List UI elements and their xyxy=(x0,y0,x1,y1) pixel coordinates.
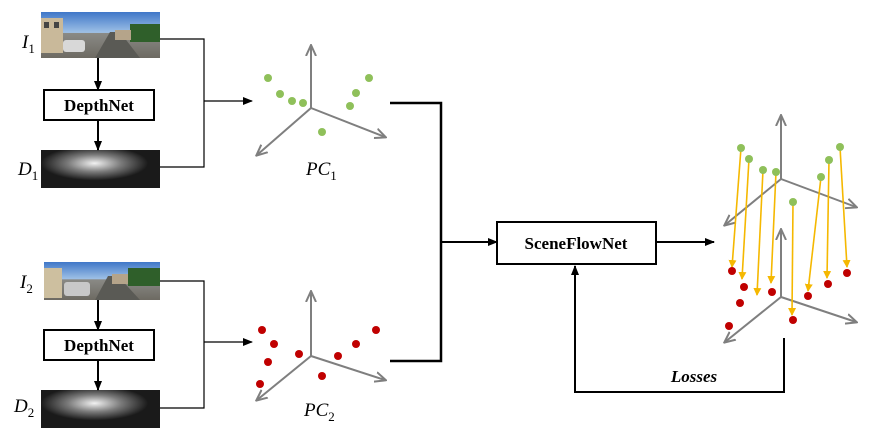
output-target-point xyxy=(768,288,776,296)
depthnet-2-box xyxy=(43,329,155,361)
flow-vector xyxy=(728,147,742,268)
flow-vector xyxy=(804,176,822,292)
output-target-point xyxy=(736,299,744,307)
depthnet-2-label: DepthNet xyxy=(64,336,134,355)
output-target-point xyxy=(728,267,736,275)
losses-label: Losses xyxy=(670,367,718,386)
output-source-point xyxy=(737,144,745,152)
depth-2-label: D2 xyxy=(13,396,34,420)
pc2-point xyxy=(256,380,264,388)
pc2-point xyxy=(334,352,342,360)
pc2-axes xyxy=(257,292,385,400)
frame-1-image xyxy=(41,12,160,58)
bracket-frame-2 xyxy=(160,280,205,409)
bracket-frame-1 xyxy=(160,38,205,168)
sceneflownet-label: SceneFlowNet xyxy=(525,234,628,253)
pc1-points xyxy=(264,74,373,136)
pc1-point xyxy=(288,97,296,105)
pc1-axes xyxy=(257,46,385,155)
flow-vector xyxy=(753,169,764,296)
output-source-point xyxy=(772,168,780,176)
output-target-point xyxy=(824,280,832,288)
pc2-point xyxy=(258,326,266,334)
pc2-point xyxy=(295,350,303,358)
merge-bracket xyxy=(390,101,443,363)
pc2-point xyxy=(352,340,360,348)
pc2-point xyxy=(318,372,326,380)
flow-vector xyxy=(788,201,797,316)
output-source-point xyxy=(789,198,797,206)
pc1-point xyxy=(264,74,272,82)
frame-2-image xyxy=(44,262,160,300)
flow-vector xyxy=(839,146,851,268)
pc1-point xyxy=(276,90,284,98)
pc1-point xyxy=(346,102,354,110)
output-source-point xyxy=(759,166,767,174)
output-source-point xyxy=(817,173,825,181)
pc2-point xyxy=(264,358,272,366)
depth-1-label: D1 xyxy=(17,159,38,183)
frame-2-depth-map xyxy=(41,390,160,428)
output-target-point xyxy=(789,316,797,324)
frame-2-label: I2 xyxy=(19,272,33,296)
pc1-point xyxy=(299,99,307,107)
pc1-point xyxy=(365,74,373,82)
output-target-point xyxy=(804,292,812,300)
pc1-label: PC1 xyxy=(305,159,337,183)
pc1-point xyxy=(352,89,360,97)
pc2-points xyxy=(256,326,380,388)
flow-vector xyxy=(823,159,832,279)
sceneflownet-box xyxy=(496,221,657,265)
output-target-point xyxy=(740,283,748,291)
output-target-point xyxy=(725,322,733,330)
output-target-points xyxy=(725,267,851,330)
pc1-point xyxy=(318,128,326,136)
losses-feedback-arrow xyxy=(571,265,785,393)
pc2-point xyxy=(270,340,278,348)
pc2-point xyxy=(372,326,380,334)
output-source-points xyxy=(737,143,844,206)
pc2-label: PC2 xyxy=(303,400,335,424)
output-target-point xyxy=(843,269,851,277)
flow-vectors xyxy=(728,146,851,316)
frame-1-label: I1 xyxy=(21,32,35,56)
flow-vector xyxy=(767,171,777,284)
output-source-point xyxy=(836,143,844,151)
flow-vector xyxy=(738,158,750,280)
depthnet-1-label: DepthNet xyxy=(64,96,134,115)
frame-1-depth-map xyxy=(41,150,160,188)
output-source-point xyxy=(825,156,833,164)
output-source-point xyxy=(745,155,753,163)
